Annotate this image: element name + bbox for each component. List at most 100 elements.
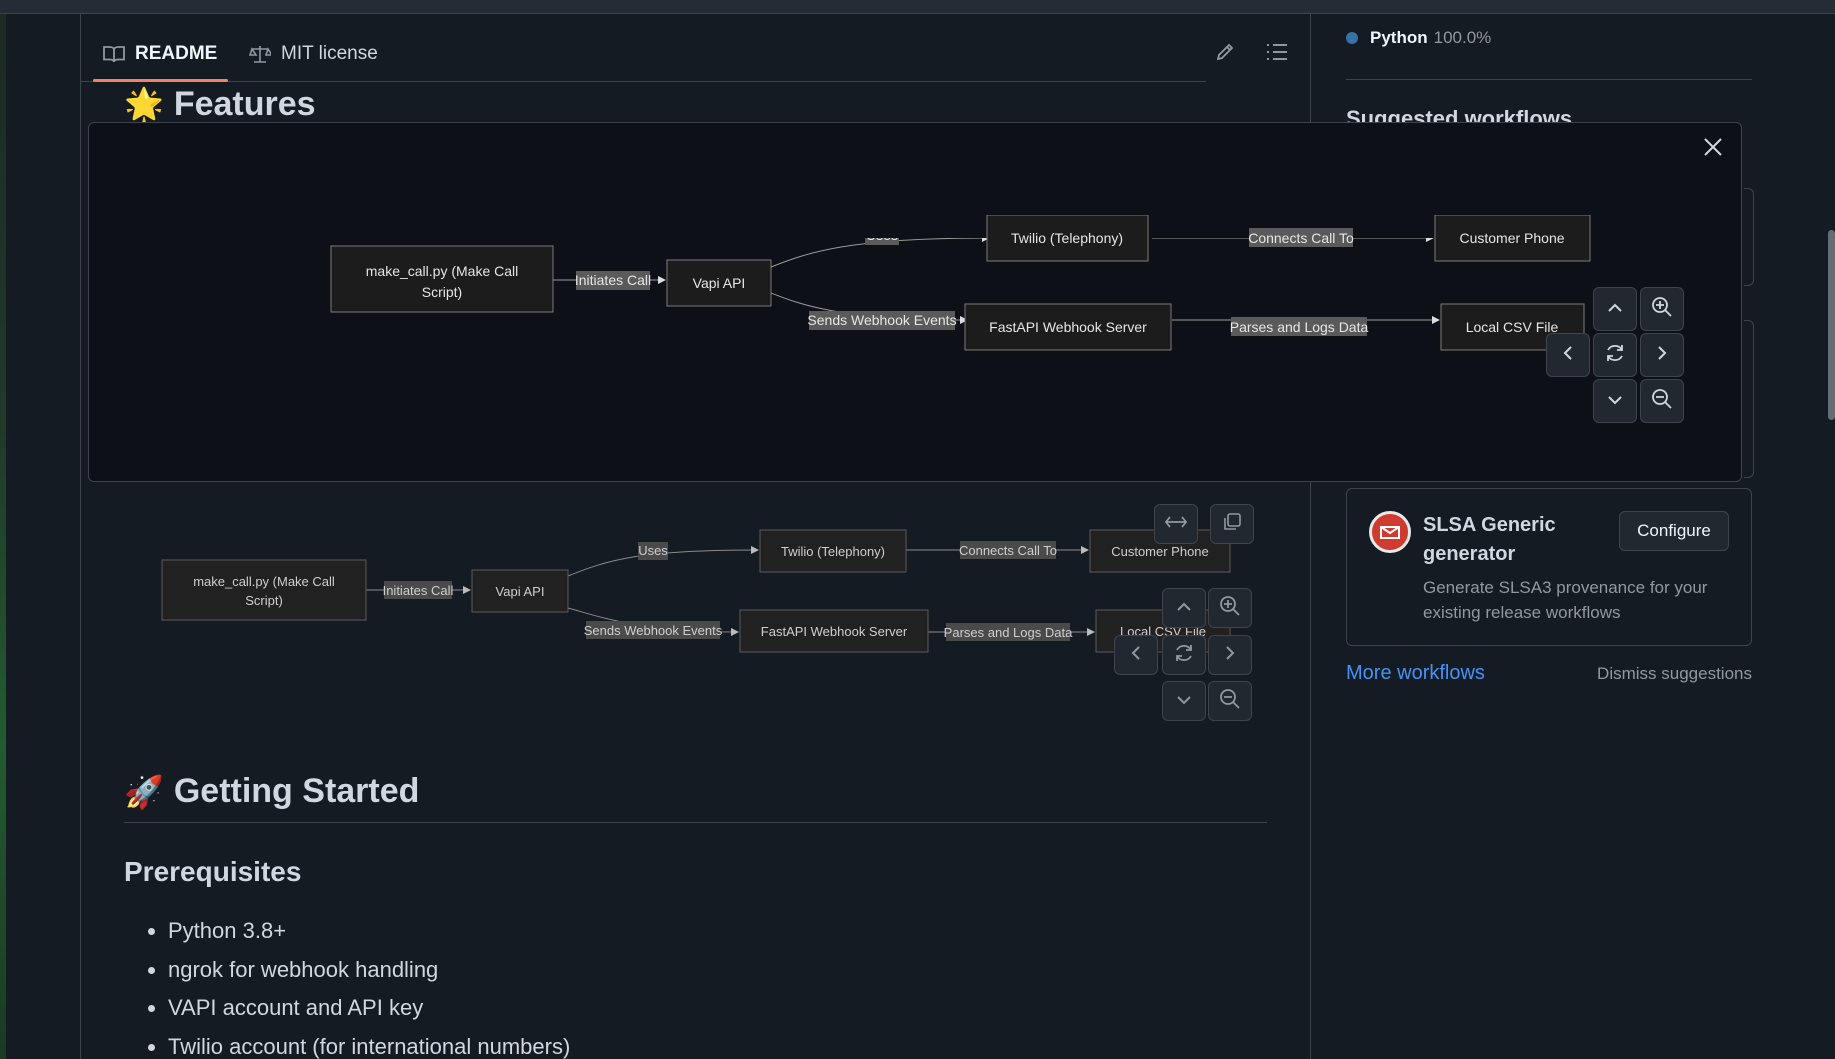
pencil-icon [1214, 41, 1236, 68]
language-percent: 100.0% [1433, 28, 1492, 47]
list-item: Twilio account (for international number… [168, 1030, 570, 1059]
edge-uses [567, 546, 759, 577]
inline-copy-button[interactable] [1210, 504, 1254, 544]
tab-license[interactable]: MIT license [249, 38, 378, 70]
inline-label-twilio: Twilio (Telephony) [781, 544, 885, 559]
edge-uses [770, 234, 990, 268]
inline-expand-button[interactable] [1154, 504, 1198, 544]
inline-edge-initiates: Initiates Call [383, 583, 454, 598]
chevron-up-icon [1176, 599, 1192, 617]
modal-edge-initiates: Initiates Call [575, 272, 651, 288]
node-vapi [666, 259, 772, 307]
edit-button[interactable] [1207, 38, 1243, 70]
zoom-out-icon [1651, 388, 1673, 415]
modal-reset-button[interactable] [1593, 333, 1637, 377]
workflow-card-title: SLSA Generic generator [1423, 514, 1556, 565]
slsa-logo-icon [1369, 511, 1411, 553]
language-color-dot [1346, 32, 1358, 44]
workflow-card-edge [1744, 188, 1754, 286]
prerequisites-heading: Prerequisites [124, 856, 302, 887]
modal-pan-down-button[interactable] [1593, 379, 1637, 423]
sidebar-divider [1346, 79, 1752, 80]
chevron-left-icon [1131, 645, 1141, 666]
heading-divider [124, 822, 1267, 823]
node-make-call [161, 559, 367, 621]
chevron-left-icon [1563, 345, 1573, 366]
readme-tabs: README MIT license [81, 14, 1287, 82]
inline-pan-left-button[interactable] [1114, 635, 1158, 675]
modal-label-make-call-1: make_call.py (Make Call [366, 263, 519, 279]
modal-label-twilio: Twilio (Telephony) [1011, 230, 1123, 246]
list-item: VAPI account and API key [168, 991, 570, 1030]
inline-pan-down-button[interactable] [1162, 681, 1206, 721]
zoom-out-icon [1219, 688, 1241, 715]
inline-zoom-out-button[interactable] [1208, 681, 1252, 721]
configure-button[interactable]: Configure [1619, 511, 1729, 551]
inline-label-customer: Customer Phone [1111, 544, 1209, 559]
list-item: Python 3.8+ [168, 914, 570, 953]
modal-pan-left-button[interactable] [1546, 333, 1590, 377]
sync-icon [1173, 642, 1195, 669]
list-icon [1266, 42, 1288, 67]
more-workflows-link[interactable]: More workflows [1346, 662, 1485, 684]
chevron-down-icon [1607, 392, 1623, 410]
modal-diagram-right: Twilio (Telephony) Customer Phone FastAP… [329, 214, 1609, 375]
inline-edge-sends: Sends Webhook Events [584, 623, 723, 638]
workflow-card-slsa: SLSA Generic generator Configure Generat… [1346, 488, 1752, 646]
modal-edge-connects: Connects Call To [1248, 230, 1354, 246]
inline-pan-right-button[interactable] [1208, 635, 1252, 675]
node-twilio [759, 529, 907, 573]
language-stat: Python 100.0% [1346, 28, 1491, 48]
modal-label-customer: Customer Phone [1459, 230, 1564, 246]
prerequisites-list: Python 3.8+ ngrok for webhook handling V… [168, 914, 570, 1059]
repo-sidebar: Python 100.0% Suggested workflows SLSA G… [1346, 14, 1754, 1059]
modal-label-vapi: Vapi API [693, 275, 746, 291]
node-customer [1434, 214, 1591, 262]
list-item: ngrok for webhook handling [168, 953, 570, 992]
getting-started-heading: 🚀 Getting Started [124, 772, 419, 811]
workflow-card-edge [1744, 320, 1754, 478]
modal-label-make-call-2: Script) [422, 284, 462, 300]
modal-pan-right-button[interactable] [1640, 333, 1684, 377]
close-icon [1702, 136, 1724, 163]
modal-edge-parses: Parses and Logs Data [1230, 319, 1369, 335]
modal-zoom-out-button[interactable] [1640, 379, 1684, 423]
tab-license-label: MIT license [281, 43, 378, 64]
inline-zoom-in-button[interactable] [1208, 588, 1252, 628]
diagram-fullscreen-modal: make_call.py (Make Call Script) Vapi API… [88, 122, 1742, 482]
node-vapi [471, 569, 569, 613]
modal-pan-up-button[interactable] [1593, 287, 1637, 331]
rocket-emoji: 🚀 [124, 773, 164, 810]
sync-icon [1604, 342, 1626, 369]
book-icon [103, 44, 125, 64]
page-scrollbar[interactable] [1828, 230, 1835, 420]
modal-edge-sends: Sends Webhook Events [807, 312, 956, 328]
dismiss-suggestions-link[interactable]: Dismiss suggestions [1597, 664, 1752, 683]
desktop-background-strip [0, 14, 6, 1059]
browser-top-bar [0, 0, 1835, 14]
chevron-down-icon [1176, 692, 1192, 710]
inline-label-fastapi: FastAPI Webhook Server [761, 624, 908, 639]
inline-edge-uses: Uses [638, 543, 668, 558]
suggested-workflows-title: Suggested workflows [1346, 106, 1573, 122]
inline-pan-up-button[interactable] [1162, 588, 1206, 628]
outline-button[interactable] [1259, 38, 1295, 70]
language-name: Python [1370, 28, 1428, 47]
tab-readme-label: README [135, 43, 218, 64]
getting-started-heading-text: Getting Started [173, 772, 420, 810]
inline-label-vapi: Vapi API [496, 584, 545, 599]
close-modal-button[interactable] [1697, 133, 1729, 165]
modal-label-fastapi: FastAPI Webhook Server [989, 319, 1147, 335]
zoom-in-icon [1651, 296, 1673, 323]
features-heading-text: Features [173, 84, 316, 123]
modal-mermaid-diagram: make_call.py (Make Call Script) Vapi API… [329, 226, 1609, 388]
tab-readme[interactable]: README [103, 38, 217, 70]
modal-label-csv: Local CSV File [1466, 319, 1559, 335]
modal-zoom-in-button[interactable] [1640, 287, 1684, 331]
features-heading: 🌟 Features [124, 84, 316, 124]
inline-reset-button[interactable] [1162, 635, 1206, 675]
inline-mermaid-diagram: make_call.py (Make Call Script) Vapi API… [158, 520, 1258, 720]
node-make-call [330, 245, 554, 313]
inline-nodes [161, 529, 1231, 653]
copy-icon [1222, 512, 1242, 537]
